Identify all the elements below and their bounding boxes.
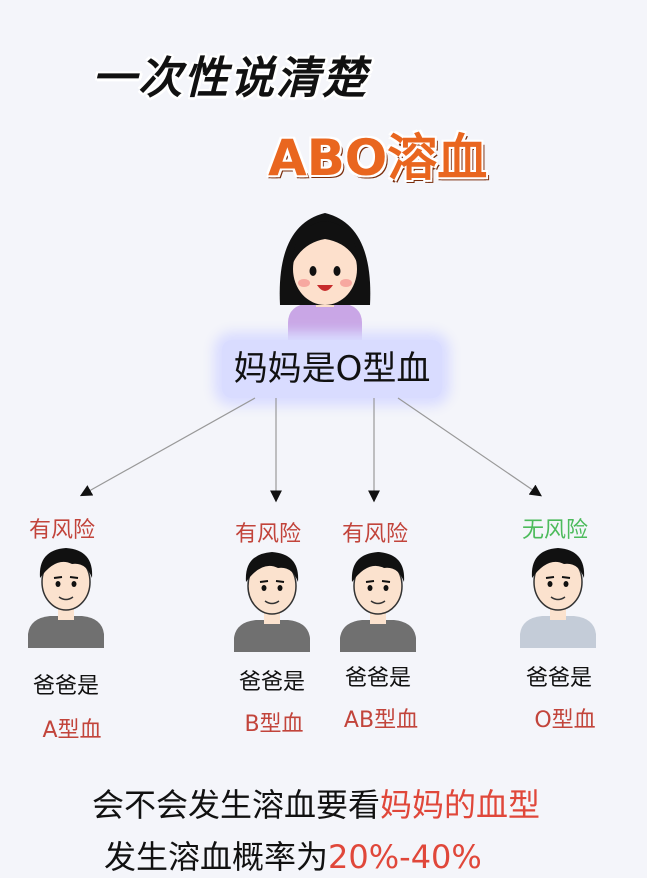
arrow-to-father-a bbox=[79, 397, 256, 497]
father-a-risk-label: 有风险 bbox=[28, 518, 95, 543]
title-line2: ABO溶血 bbox=[268, 129, 488, 187]
father-b-risk-label: 有风险 bbox=[234, 522, 301, 547]
father-a-label: 爸爸是 bbox=[32, 674, 99, 699]
title-line1: 一次性说清楚 bbox=[92, 53, 368, 104]
arrow-to-father-o bbox=[397, 397, 542, 497]
father-a-blood-type: A型血 bbox=[42, 718, 102, 743]
father-o-risk-label: 无风险 bbox=[521, 518, 588, 543]
father-a-avatar-icon bbox=[28, 548, 104, 648]
mother-blood-type-label: 妈妈是O型血 bbox=[222, 340, 442, 398]
father-ab-risk-label: 有风险 bbox=[341, 522, 408, 547]
footer-line2-highlight: 20%-40% bbox=[328, 838, 482, 876]
father-b-blood-type: B型血 bbox=[244, 712, 304, 737]
father-ab-avatar-icon bbox=[340, 552, 416, 652]
father-ab-label: 爸爸是 bbox=[344, 666, 411, 691]
father-o-avatar-icon bbox=[520, 548, 596, 648]
father-ab-blood-type: AB型血 bbox=[343, 708, 419, 733]
footer-line1-prefix: 会不会发生溶血要看 bbox=[92, 786, 381, 824]
footer-line2: 发生溶血概率为20%-40% bbox=[104, 832, 482, 878]
father-o-blood-type: O型血 bbox=[534, 708, 596, 733]
footer-line1-highlight: 妈妈的血型 bbox=[380, 786, 541, 824]
father-o-label: 爸爸是 bbox=[525, 666, 592, 691]
father-b-avatar-icon bbox=[234, 552, 310, 652]
footer-line2-prefix: 发生溶血概率为 bbox=[104, 838, 329, 876]
father-b-label: 爸爸是 bbox=[238, 670, 305, 695]
footer-line1: 会不会发生溶血要看妈妈的血型 bbox=[92, 780, 540, 826]
mother-avatar-icon bbox=[279, 213, 371, 350]
